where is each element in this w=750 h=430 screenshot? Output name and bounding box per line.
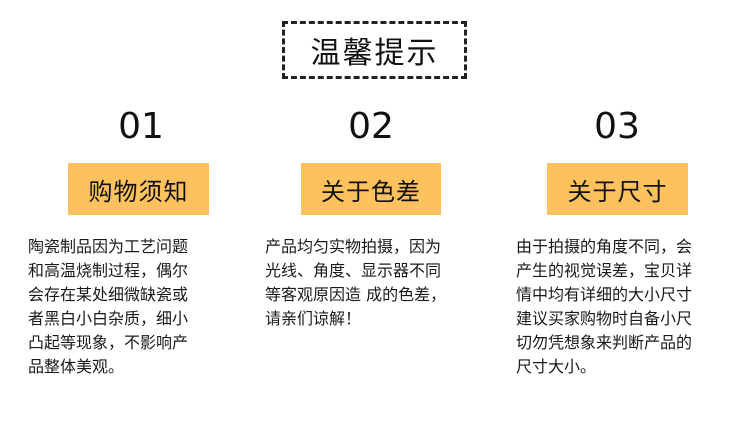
section-number: 02	[348, 106, 394, 147]
section-body-text: 产品均匀实物拍摄，因为 光线、角度、显示器不同 等客观原因造 成的色差， 请亲们…	[265, 237, 447, 328]
section-heading-badge: 关于色差	[301, 163, 441, 215]
section-number: 01	[118, 106, 164, 147]
section-body-text: 由于拍摄的角度不同，会 产生的视觉误差，宝贝详 情中均有详细的大小尺寸 建议买家…	[516, 237, 693, 376]
section-heading-badge: 购物须知	[68, 163, 209, 215]
section-heading-badge: 关于尺寸	[547, 163, 688, 215]
page-title: 温馨提示	[282, 21, 467, 79]
section-body-text: 陶瓷制品因为工艺问题 和高温烧制过程，偶尔 会存在某处细微缺瓷或 者黑白小白杂质…	[28, 237, 189, 376]
section-number: 03	[594, 106, 640, 147]
